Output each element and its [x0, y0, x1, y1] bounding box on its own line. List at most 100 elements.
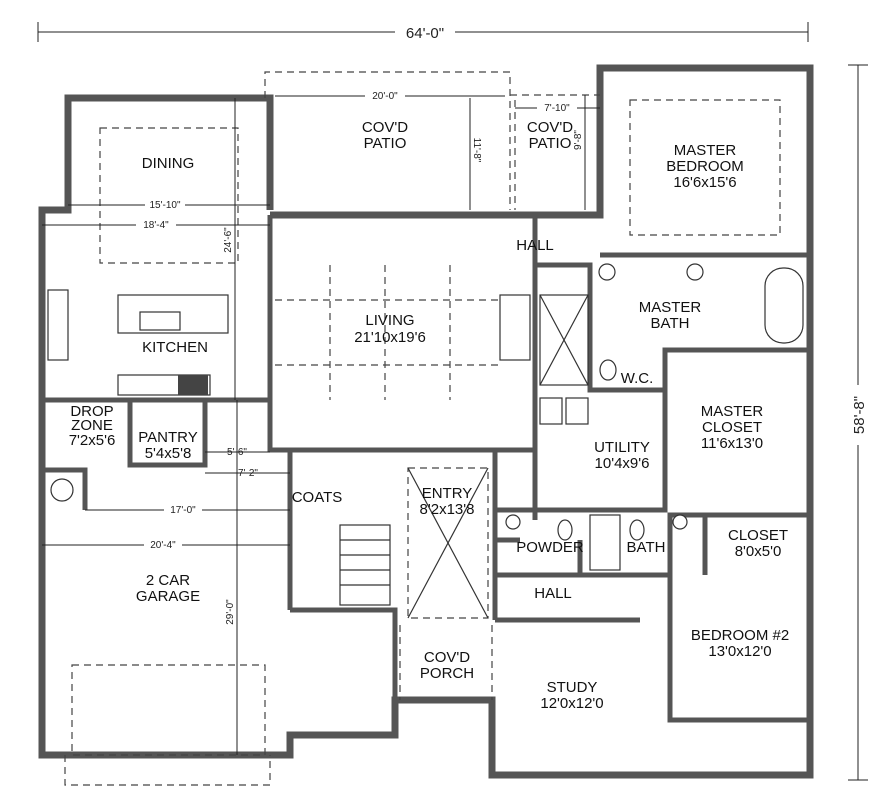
room-bedroom-2: BEDROOM #213'0x12'0: [691, 627, 789, 660]
label: DINING: [142, 155, 195, 172]
label: 12'0x12'0: [540, 695, 603, 712]
label: 20'-0": [372, 91, 398, 102]
label: 18'-4": [143, 220, 169, 231]
overall-depth-dimension: 58'-8": [848, 64, 868, 781]
room-bath: BATH: [627, 539, 666, 556]
fixtures: [47, 99, 804, 756]
room-hall-bottom: HALL: [534, 585, 572, 602]
label: BATH: [627, 539, 666, 556]
label: MASTER: [639, 299, 702, 316]
washer: [539, 397, 563, 425]
label: 8'0x5'0: [735, 543, 782, 560]
covd-patio-outline: [264, 71, 511, 210]
label: 13'0x12'0: [708, 643, 771, 660]
sink: [598, 263, 616, 281]
label: KITCHEN: [142, 339, 208, 356]
interior-walls: [42, 215, 810, 723]
label: CLOSET: [702, 419, 762, 436]
bathtub: [589, 514, 621, 571]
label: COV'D: [527, 119, 573, 136]
label: ZONE: [71, 417, 113, 434]
overall-width-dimension: 64'-0": [37, 22, 809, 42]
stairs: [339, 524, 391, 606]
label: 11'6x13'0: [701, 435, 763, 452]
garage-door-track: [71, 664, 266, 756]
toilet: [599, 359, 617, 381]
overall-depth-label: 58'-8": [851, 396, 868, 434]
label: 7'2x5'6: [69, 432, 116, 449]
label: HALL: [534, 585, 572, 602]
room-dining: DINING: [142, 155, 195, 172]
water-heater: [50, 478, 74, 502]
label: POWDER: [516, 539, 584, 556]
room-kitchen: KITCHEN: [142, 339, 208, 356]
label: 15'-10": [149, 200, 180, 211]
label: BEDROOM #2: [691, 627, 789, 644]
room-wc: W.C.: [621, 370, 654, 387]
label: 10'4x9'6: [595, 455, 650, 472]
fridge: [47, 289, 69, 361]
interior-dimensions: 20'-0" 11'-8" 7'-10" 9'-8" 15'-10" 18'-4…: [42, 89, 600, 755]
label: W.C.: [621, 370, 654, 387]
label: COV'D: [424, 649, 470, 666]
label: PORCH: [420, 665, 474, 682]
label: PANTRY: [138, 429, 197, 446]
fireplace: [499, 294, 531, 361]
toilet: [557, 519, 573, 541]
label: ENTRY: [422, 485, 473, 502]
dining-ceiling: [99, 127, 239, 264]
label: 7'-10": [544, 103, 570, 114]
label: MASTER: [701, 403, 764, 420]
kitchen-sink: [139, 311, 181, 331]
label: 7'-2": [238, 468, 258, 479]
room-hall-top: HALL: [516, 237, 554, 254]
label: 24'-6": [223, 227, 234, 253]
porch-outline: [399, 625, 493, 700]
label: GARAGE: [136, 588, 200, 605]
label: MASTER: [674, 142, 737, 159]
exterior-walls: [38, 64, 814, 779]
sink: [686, 263, 704, 281]
label: 11'-8": [471, 138, 482, 163]
label: CLOSET: [728, 527, 788, 544]
sink: [672, 514, 688, 530]
label: PATIO: [529, 135, 572, 152]
garage-door-outline: [64, 755, 271, 786]
sink: [505, 514, 521, 530]
label: HALL: [516, 237, 554, 254]
label: BATH: [651, 315, 690, 332]
label: COV'D: [362, 119, 408, 136]
label: 29'-0": [225, 599, 236, 625]
label: LIVING: [365, 312, 414, 329]
dryer: [565, 397, 589, 425]
toilet: [629, 519, 645, 541]
label: UTILITY: [594, 439, 650, 456]
cooktop: [178, 375, 208, 395]
entry-ceiling: [407, 467, 489, 619]
label: DROP: [70, 403, 113, 420]
bathtub: [764, 267, 804, 344]
label: BEDROOM: [666, 158, 744, 175]
room-coats: COATS: [292, 489, 343, 506]
label: 2 CAR: [146, 572, 190, 589]
label: 20'-4": [150, 540, 176, 551]
label: 17'-0": [170, 505, 196, 516]
label: COATS: [292, 489, 343, 506]
label: 8'2x13'8: [420, 501, 475, 518]
